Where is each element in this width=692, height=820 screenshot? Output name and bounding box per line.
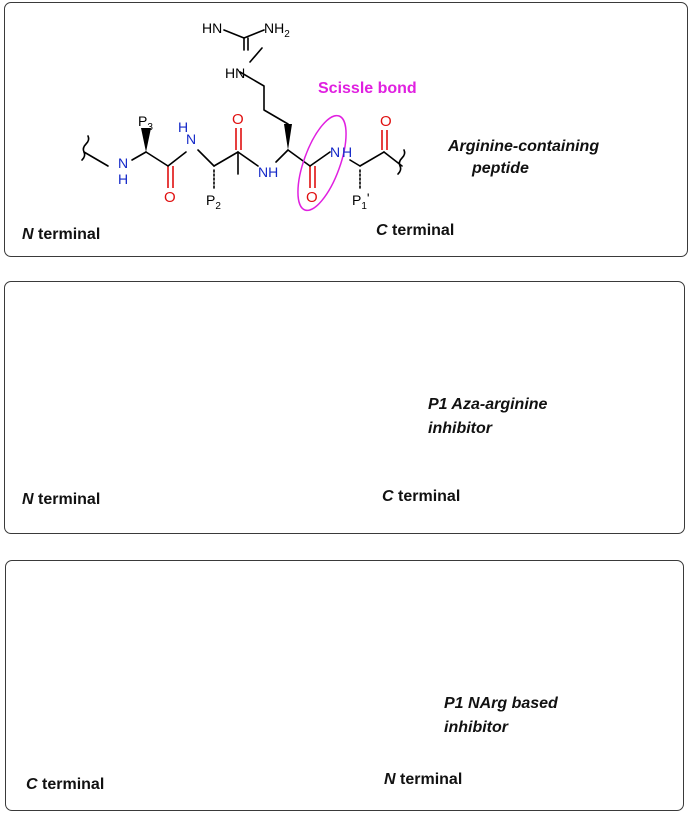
wavy-bond (81, 135, 90, 161)
panel1-title-line2: peptide (472, 160, 529, 177)
atom-o: O (164, 189, 176, 206)
panel-aza-arginine-inhibitor (4, 281, 685, 534)
bond (223, 29, 265, 39)
panel1-n-terminal-label: N terminal (22, 226, 101, 243)
bond (287, 149, 311, 167)
atom-nh2: NH2 (264, 20, 290, 40)
bond (83, 151, 109, 167)
atom-nh: N (186, 131, 196, 147)
panel2-title-line2: inhibitor (428, 420, 492, 437)
carbonyl-bond (167, 166, 174, 188)
wedge-bond (141, 128, 151, 152)
bond (167, 151, 187, 167)
bond (349, 159, 361, 167)
scissle-bond (309, 151, 331, 167)
bond (131, 151, 147, 161)
bond (237, 151, 259, 167)
atom-o: O (232, 111, 244, 128)
panel3-n-terminal-label: N terminal (384, 771, 463, 788)
atom-h: H (118, 171, 128, 187)
atom-n: N (118, 155, 128, 171)
panel1-c-terminal-label: C terminal (376, 222, 455, 239)
panel3-title-line2: inhibitor (444, 719, 508, 736)
bond (213, 151, 239, 167)
bond (359, 151, 385, 167)
panel3-c-terminal-label: C terminal (26, 776, 105, 793)
panel3-title-line1: P1 NArg based (444, 695, 558, 712)
atom-o: O (380, 113, 392, 130)
atom-hn: HN (202, 20, 222, 36)
carbonyl-bond (309, 166, 316, 188)
scissle-bond-highlight (297, 114, 347, 212)
atom-p3: P3 (138, 113, 153, 133)
atom-hn: HN (225, 65, 245, 81)
bond (145, 151, 169, 167)
atom-nh: NH (258, 164, 278, 180)
bond (243, 37, 249, 51)
bond (249, 47, 263, 63)
atom-p1: P1' (352, 190, 370, 212)
wavy-bond (397, 149, 406, 175)
bond (275, 149, 289, 163)
atom-p2: P2 (206, 192, 221, 212)
bond (197, 149, 215, 167)
panel-narg-inhibitor (5, 560, 684, 811)
side-chain (239, 71, 289, 125)
panel1-title-line1: Arginine-containing (448, 138, 600, 155)
panel2-n-terminal-label: N terminal (22, 491, 101, 508)
wedge-bond (284, 124, 292, 150)
atom-o: O (306, 189, 318, 206)
scissle-bond-label: Scissle bond (318, 80, 417, 97)
carbonyl-bond (381, 130, 388, 150)
carbonyl-bond (235, 128, 242, 150)
panel2-c-terminal-label: C terminal (382, 488, 461, 505)
atom-nh: N (330, 144, 340, 160)
panel2-title-line1: P1 Aza-arginine (428, 396, 548, 413)
atom-h: H (178, 119, 188, 135)
atom-h: H (342, 144, 352, 160)
